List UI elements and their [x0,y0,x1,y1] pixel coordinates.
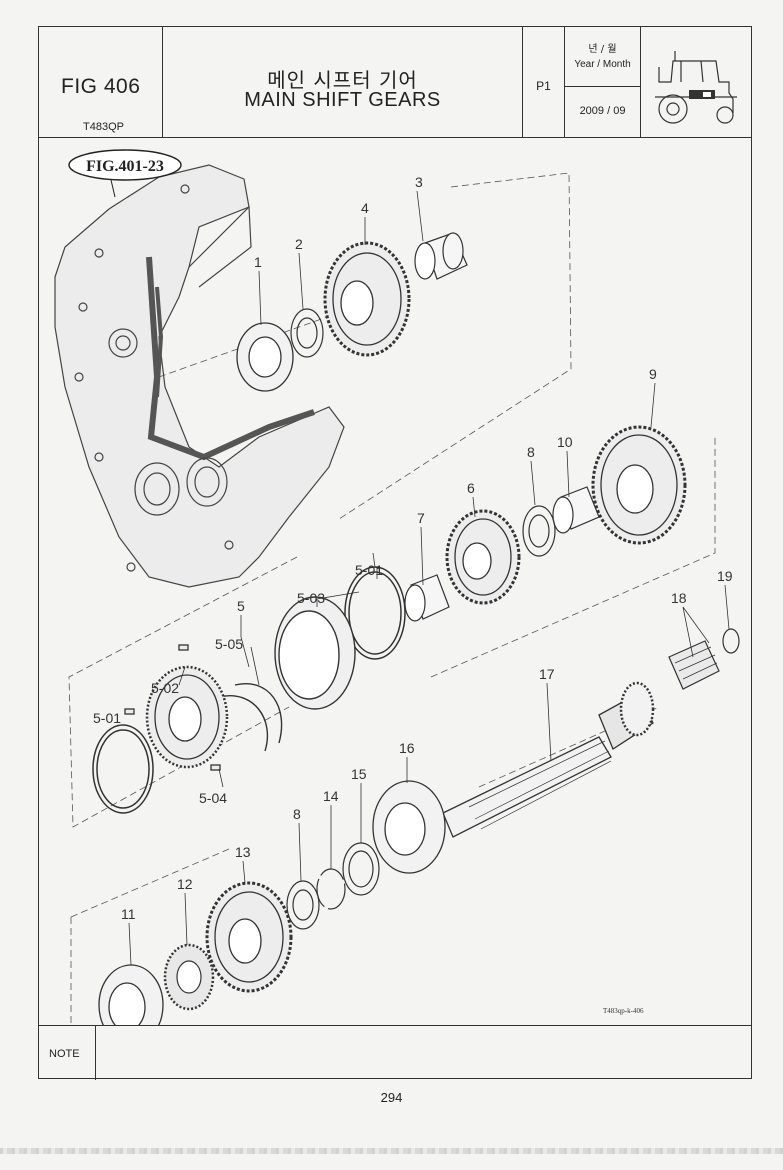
callout-5-04: 5-04 [199,790,227,806]
leader-lines [112,190,730,966]
part-11-bearing [98,964,164,1025]
callout-1: 1 [254,254,262,270]
part-5-02-hub [124,644,229,771]
callout-5-01-upper: 5-01 [355,562,383,578]
part-12-gear [163,943,215,1011]
part-8-washer-upper [522,505,556,557]
tractor-image-cell [641,27,751,137]
callout-6: 6 [467,480,475,496]
part-5-01-ring-lower [92,724,154,814]
callout-7: 7 [417,510,425,526]
callout-19: 19 [717,568,733,584]
callout-9: 9 [649,366,657,382]
page-cell: P1 [523,27,565,137]
callout-5: 5 [237,598,245,614]
date-divider [565,86,640,87]
tractor-icon [655,51,737,124]
callout-18: 18 [671,590,687,606]
title-korean: 메인 시프터 기어 [267,68,418,92]
page-frame: FIG 406 T483QP 메인 시프터 기어 MAIN SHIFT GEAR… [38,26,752,1080]
part-16-bearing [372,780,446,874]
part-2-washer [290,308,324,358]
page-number: 294 [380,1090,403,1105]
title-block: FIG 406 T483QP 메인 시프터 기어 MAIN SHIFT GEAR… [39,27,751,138]
callout-11: 11 [121,906,136,922]
scan-artifact [0,1148,783,1154]
callout-15: 15 [351,766,367,782]
part-14-snap-ring [316,868,346,910]
part-3-bushing [414,232,468,280]
year-month-label-korean: 년 / 월 [588,44,617,55]
year-month-label: Year / Month [574,59,631,70]
part-5-05-spring [218,683,283,752]
figure-reference-callout: FIG.401-23 [68,149,182,198]
callout-12: 12 [177,876,193,892]
part-6-gear [445,509,521,605]
exploded-view-drawing: FIG.401-23 1 2 3 4 5 5-01 5-01 5-02 5-03… [54,149,740,1025]
drawing-id: T483qp-k-406 [603,1007,644,1015]
part-7-bushing [404,574,450,622]
callout-5-05: 5-05 [215,636,243,652]
part-10-bushing [552,486,600,534]
callout-2: 2 [295,236,303,252]
part-1-bearing [236,322,294,392]
callout-13: 13 [235,844,251,860]
callout-5-03: 5-03 [297,590,325,606]
callout-16: 16 [399,740,415,756]
model-code: T483QP [83,121,124,133]
figure-code: FIG 406 [61,75,141,98]
callout-3: 3 [415,174,423,190]
callout-17: 17 [539,666,555,682]
figure-reference-label: FIG.401-23 [86,158,164,175]
part-9-gear [591,425,687,545]
title-english: MAIN SHIFT GEARS [244,89,441,111]
part-4-gear [323,241,411,357]
part-13-gear [205,881,293,993]
part-8-washer-lower [286,880,320,930]
callout-5-02: 5-02 [151,680,179,696]
callout-14: 14 [323,788,339,804]
part-5-03-sleeve [274,596,356,710]
callout-8-upper: 8 [527,444,535,460]
part-17-shaft [442,681,655,838]
callout-10: 10 [557,434,573,450]
note-row: NOTE [39,1025,751,1080]
title-cell: 메인 시프터 기어 MAIN SHIFT GEARS [163,27,523,137]
date-value: 2009 / 09 [579,105,626,117]
callout-4: 4 [361,200,369,216]
date-cell: 년 / 월 Year / Month 2009 / 09 [565,27,641,137]
callout-labels: 1 2 3 4 5 5-01 5-01 5-02 5-03 5-04 5-05 … [93,174,733,1015]
page-label: P1 [536,79,551,93]
callout-8-lower: 8 [293,806,301,822]
transmission-housing [54,164,345,588]
figure-cell: FIG 406 T483QP [39,27,163,137]
callout-5-01-lower: 5-01 [93,710,121,726]
part-19-snap-ring [722,628,740,654]
note-label-cell: NOTE [39,1026,96,1080]
part-15-washer [342,842,380,896]
part-18-needle-bearing [668,640,720,690]
note-label: NOTE [49,1048,80,1060]
